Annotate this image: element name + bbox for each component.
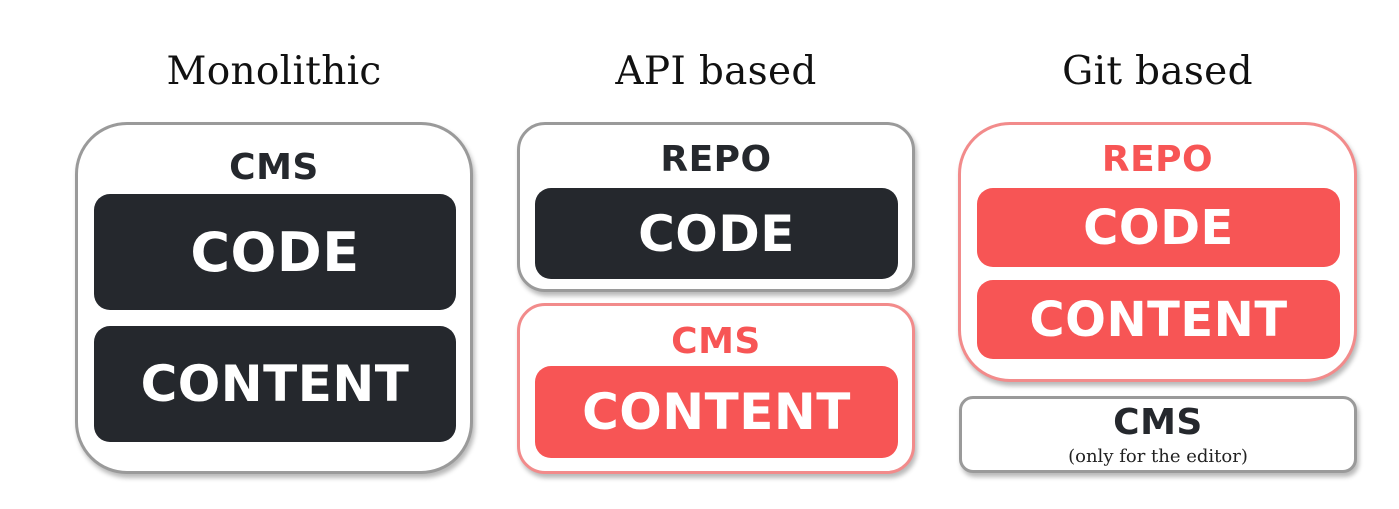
- api-repo-label: REPO: [660, 139, 772, 180]
- monolithic-content-block: CONTENT: [94, 326, 456, 442]
- git-cms-container: CMS (only for the editor): [959, 396, 1357, 473]
- git-content-block: CONTENT: [977, 280, 1340, 359]
- git-code-block: CODE: [977, 188, 1340, 267]
- git-cms-note: (only for the editor): [1068, 446, 1248, 467]
- api-cms-container: CMS CONTENT: [517, 303, 915, 474]
- api-content-block: CONTENT: [535, 366, 898, 458]
- api-code-block: CODE: [535, 188, 898, 279]
- title-git-based: Git based: [1062, 49, 1253, 94]
- git-cms-label: CMS: [1113, 402, 1203, 443]
- monolithic-code-block: CODE: [94, 194, 456, 310]
- monolithic-cms-label: CMS: [229, 147, 319, 188]
- title-api-based: API based: [615, 49, 817, 94]
- title-monolithic: Monolithic: [166, 49, 382, 94]
- monolithic-cms-container: CMS CODE CONTENT: [75, 122, 473, 474]
- git-repo-container: REPO CODE CONTENT: [958, 122, 1357, 382]
- api-cms-label: CMS: [671, 321, 761, 362]
- git-repo-label: REPO: [1101, 139, 1214, 180]
- api-repo-container: REPO CODE: [517, 122, 915, 292]
